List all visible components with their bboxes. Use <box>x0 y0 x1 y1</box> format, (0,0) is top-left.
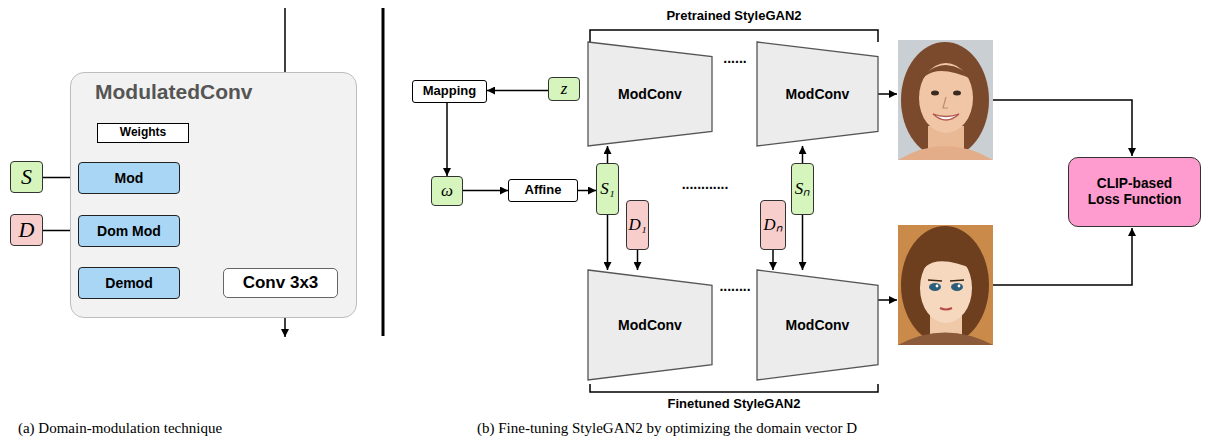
modconv-block: ModConv <box>757 270 878 380</box>
group-bracket <box>590 384 878 392</box>
flow-arrow <box>446 103 448 176</box>
process-box: Dom Mod <box>78 215 180 247</box>
process-box: Mod <box>78 162 180 194</box>
node-label: Conv 3x3 <box>243 273 319 293</box>
node-label: Mapping <box>423 84 476 99</box>
node-label: ModConv <box>786 86 850 102</box>
trapezoid-shape <box>588 42 712 146</box>
subfigure-caption: (b) Fine-tuning StyleGAN2 by optimizing … <box>477 420 857 437</box>
output-arrow <box>878 299 897 301</box>
group-title: Finetuned StyleGAN2 <box>668 396 801 411</box>
ellipsis: ...... <box>723 50 746 66</box>
ellipsis: ........ <box>719 278 750 294</box>
anime-portrait <box>898 225 993 345</box>
loss-input-arrow <box>993 100 1132 156</box>
node-label: Dₙ <box>763 215 782 234</box>
process-box: Demod <box>78 267 180 299</box>
mapping-box: Mapping <box>412 80 487 103</box>
flow-arrow <box>578 190 596 192</box>
node-label: S <box>21 164 32 189</box>
node-label: Affine <box>525 183 562 198</box>
node-label: S₁ <box>600 179 614 199</box>
style-vector: S₁ <box>596 163 619 215</box>
ellipsis: ............ <box>682 176 729 192</box>
node-label: D₁ <box>628 215 646 235</box>
node-label: ModConv <box>786 317 850 333</box>
loss-box: CLIP-based Loss Function <box>1068 157 1201 227</box>
node-label: z <box>561 79 568 99</box>
node-label: Weights <box>120 126 166 140</box>
trapezoid-shape <box>588 270 712 380</box>
panel-separator <box>382 8 385 336</box>
node-label: ω <box>441 181 453 201</box>
domain-vector: Dₙ <box>760 200 786 250</box>
flow-arrow <box>772 250 774 270</box>
conv-box: Conv 3x3 <box>223 268 338 298</box>
node-label: ModConv <box>618 86 682 102</box>
face-photo <box>898 40 993 160</box>
modconv-block: ModConv <box>757 42 878 146</box>
domain-vector: D₁ <box>626 200 649 250</box>
affine-box: Affine <box>508 179 578 202</box>
flow-arrow <box>607 215 609 270</box>
group-title: Pretrained StyleGAN2 <box>666 8 801 23</box>
node-label: Mod <box>115 170 144 186</box>
node-label: Demod <box>105 275 152 291</box>
output-arrow <box>878 93 897 95</box>
domain-vector: D <box>10 214 43 246</box>
flow-arrow <box>637 250 639 270</box>
module-panel: ModulatedConvWeightsModDom ModDemod Conv … <box>70 72 357 318</box>
flow-arrow <box>463 190 508 192</box>
style-vector: Sₙ <box>791 163 814 215</box>
flow-arrow <box>487 90 548 92</box>
subfigure-caption: (a) Domain-modulation technique <box>18 420 222 437</box>
flow-arrow <box>802 215 804 270</box>
latent-vector: ω <box>431 176 463 206</box>
modconv-block: ModConv <box>588 42 712 146</box>
style-vector: S <box>10 161 43 193</box>
panel-title: ModulatedConv <box>95 80 356 104</box>
trapezoid-shape <box>757 42 878 146</box>
flow-arrow <box>607 146 609 163</box>
node-label: Sₙ <box>795 179 811 199</box>
weights-box: Weights <box>97 123 189 143</box>
group-bracket <box>590 30 878 42</box>
modconv-block: ModConv <box>588 270 712 380</box>
node-label: ModConv <box>618 317 682 333</box>
node-label: D <box>19 217 35 242</box>
latent-vector: z <box>548 77 580 101</box>
loss-input-arrow <box>993 228 1132 285</box>
node-label: CLIP-based Loss Function <box>1079 176 1190 208</box>
trapezoid-shape <box>757 270 878 380</box>
node-label: Dom Mod <box>97 223 161 239</box>
flow-arrow <box>802 146 804 163</box>
